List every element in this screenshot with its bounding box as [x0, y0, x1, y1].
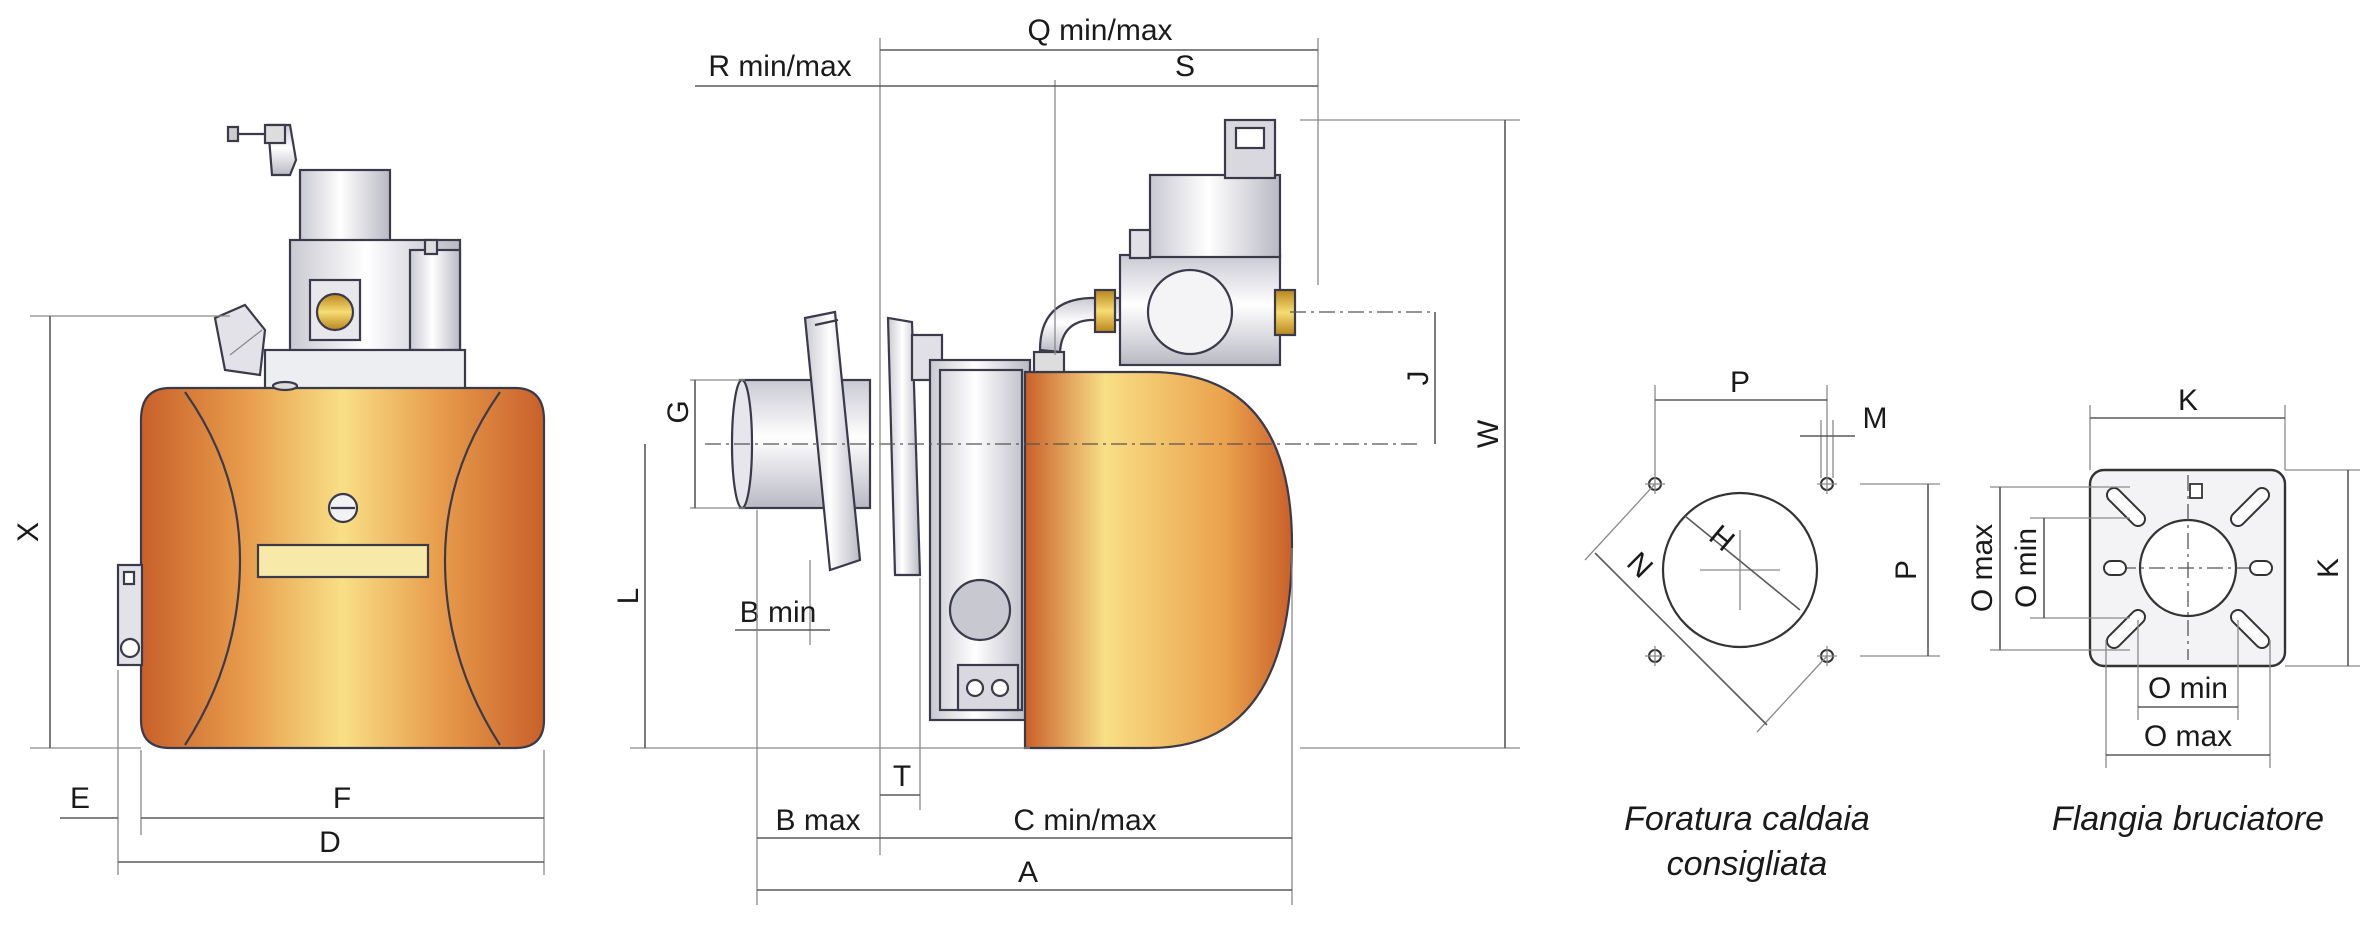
burner-flange-view: K K O max O min O min O max Flangia bruc… — [1966, 384, 2360, 838]
dim-r-label: R min/max — [708, 50, 851, 83]
dim-omax-side-label: O max — [1966, 524, 1999, 612]
dim-p-side-label: P — [1890, 560, 1923, 580]
dim-k-side-label: K — [2312, 558, 2345, 578]
dim-p-top-label: P — [1730, 366, 1750, 399]
front-gas-valve — [213, 123, 467, 392]
mounting-flange — [803, 310, 862, 572]
dim-d-label: D — [319, 826, 341, 859]
dim-t-label: T — [893, 760, 911, 793]
dim-e-label: E — [70, 782, 90, 815]
dim-omax-bottom-label: O max — [2144, 720, 2232, 753]
dim-g-label: G — [662, 400, 695, 423]
dim-h-label: H — [1703, 519, 1741, 558]
dim-a-label: A — [1018, 856, 1038, 889]
dim-w-label: W — [1472, 419, 1505, 448]
drilling-caption-line1: Foratura caldaia — [1624, 800, 1870, 838]
dim-l-label: L — [612, 588, 645, 605]
front-nameplate — [256, 543, 430, 579]
dim-s-label: S — [1175, 50, 1195, 83]
boiler-drilling-view: H P M P N Foratura caldaia consigliata — [1584, 366, 1940, 883]
dim-f-label: F — [333, 782, 351, 815]
dim-bmax-label: B max — [775, 804, 860, 837]
dim-omin-bottom-label: O min — [2148, 672, 2228, 705]
drilling-caption-line2: consigliata — [1667, 845, 1828, 883]
dim-k-top-label: K — [2178, 384, 2198, 417]
dim-x-label: X — [12, 522, 45, 542]
flange-slots — [2103, 486, 2273, 650]
dim-j-label: J — [1402, 371, 1435, 386]
flange-caption: Flangia bruciatore — [2052, 800, 2324, 838]
side-view: Q min/max R min/max S G L B min W J T B … — [612, 14, 1520, 905]
front-view: X E F D — [12, 123, 546, 875]
side-shell — [1023, 370, 1294, 750]
dim-n-label: N — [1620, 546, 1659, 585]
dim-omin-side-label: O min — [2010, 528, 2043, 608]
drilling-hole-circle — [1661, 491, 1819, 649]
dim-c-label: C min/max — [1013, 804, 1156, 837]
dim-bmin-label: B min — [740, 596, 817, 629]
dim-q-label: Q min/max — [1027, 14, 1172, 47]
dim-m-label: M — [1863, 402, 1888, 435]
